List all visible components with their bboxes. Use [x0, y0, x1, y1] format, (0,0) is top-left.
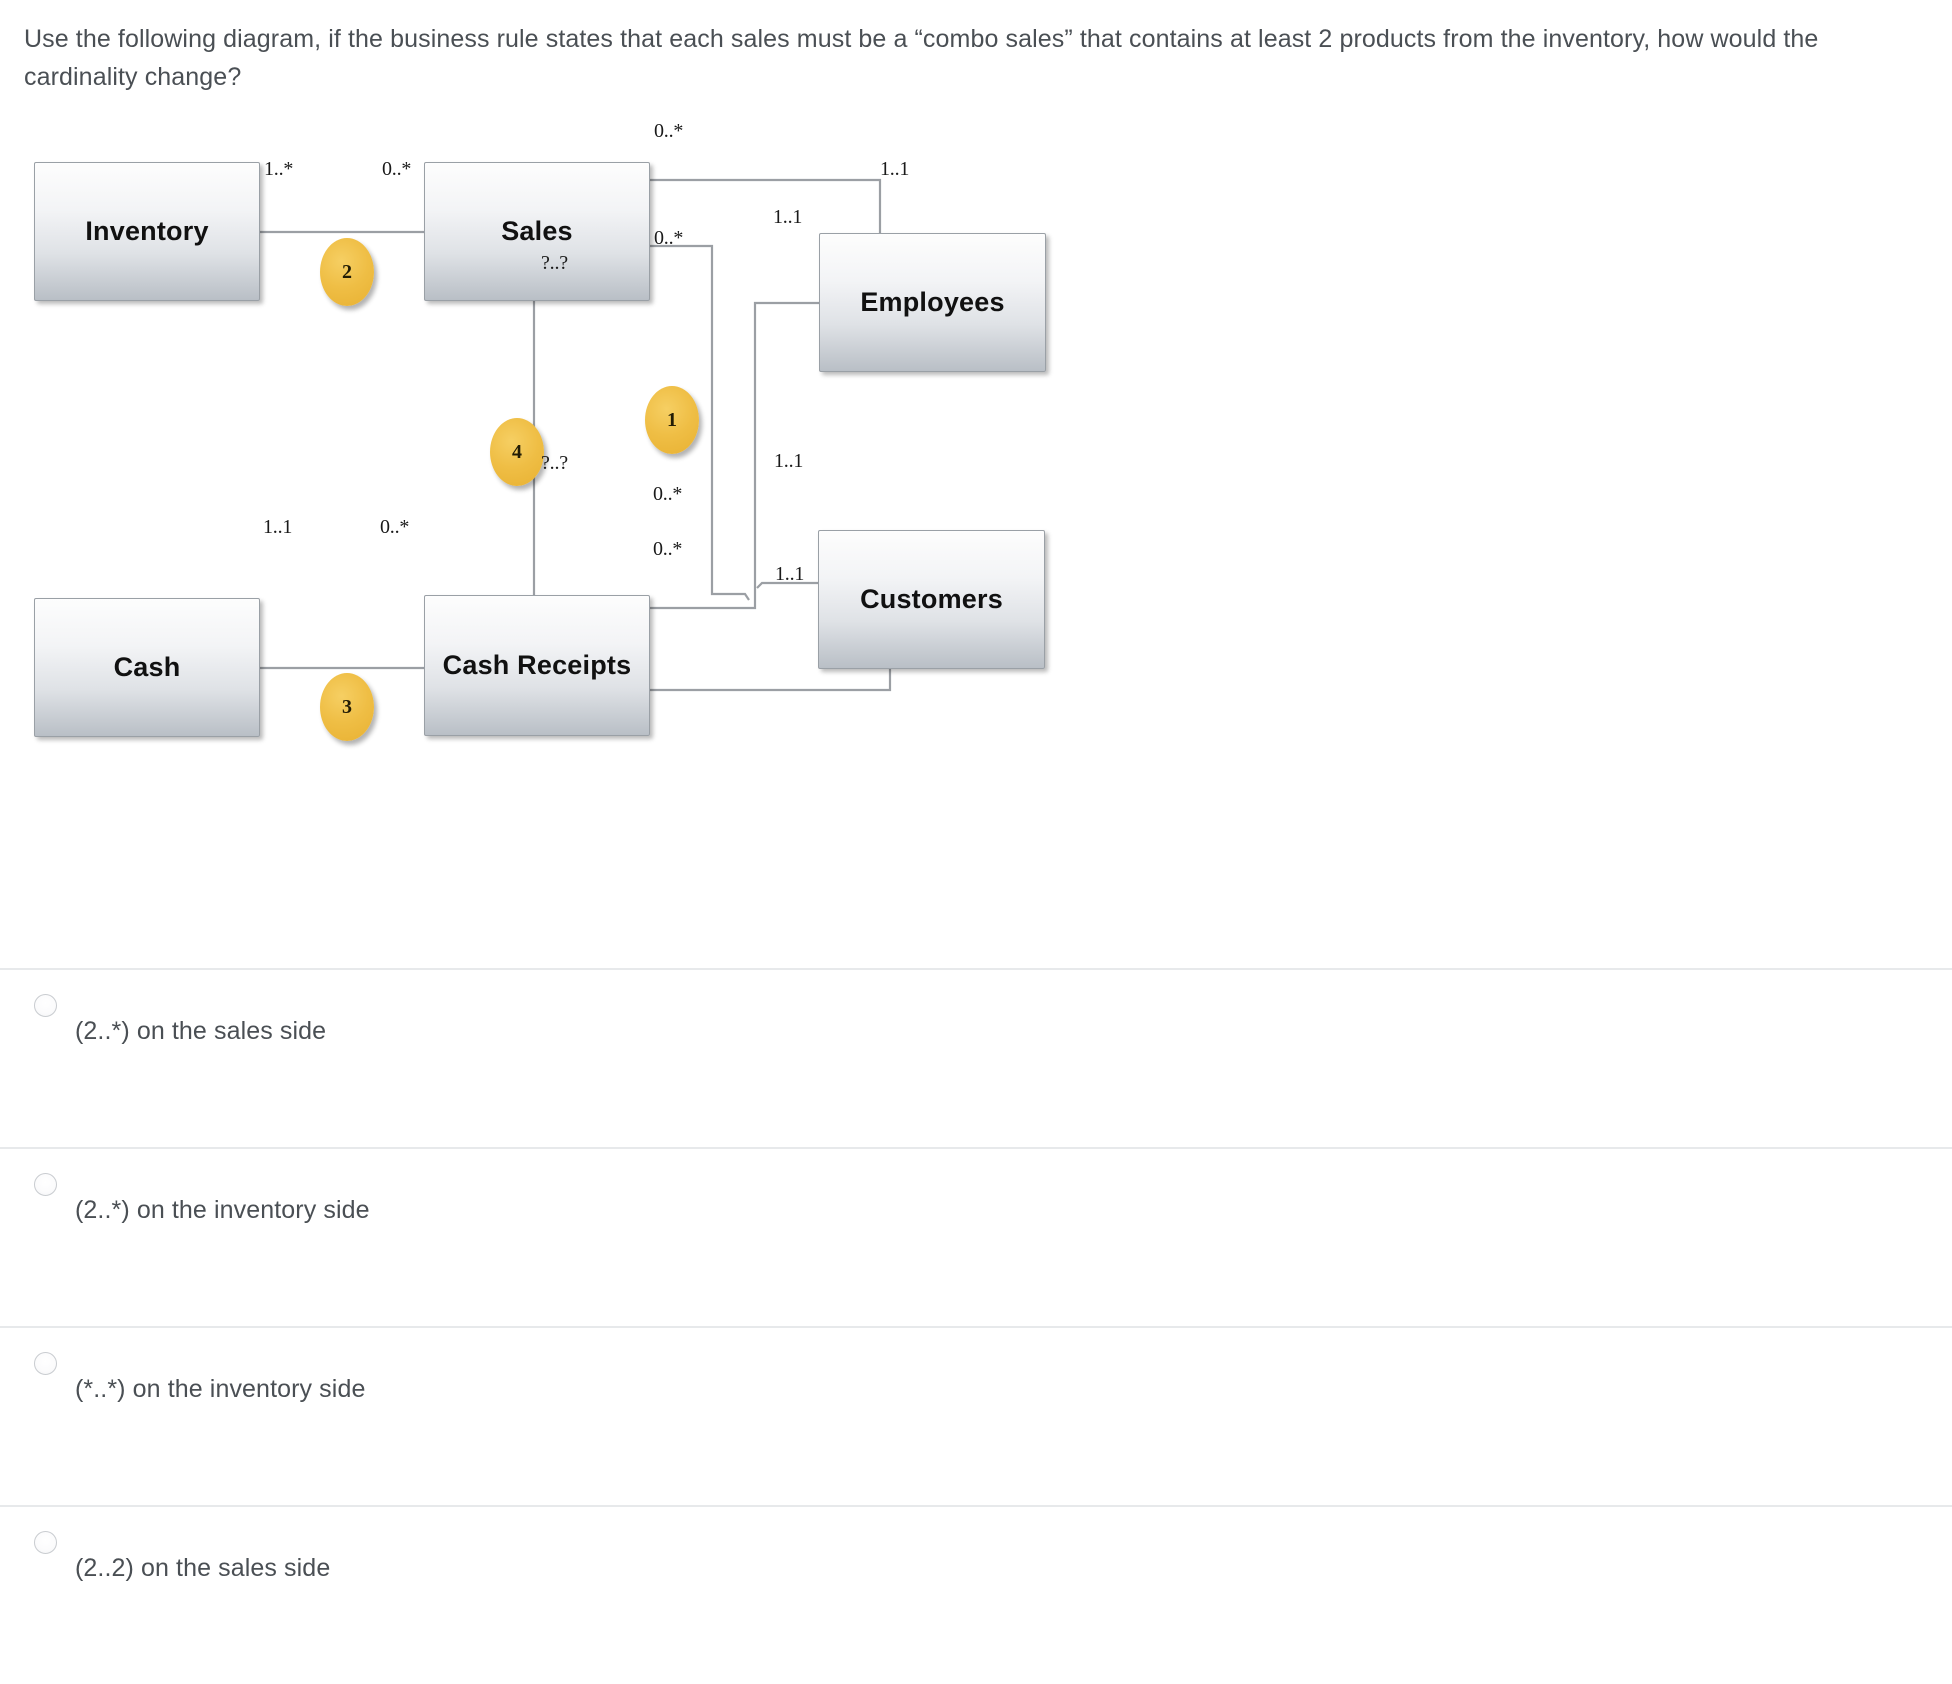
entity-label-cash-receipts: Cash Receipts	[442, 650, 632, 680]
entity-label-cash: Cash	[113, 652, 181, 682]
relationship-badge-3[interactable]: 3	[320, 673, 374, 741]
cardinality-sales-receipts-top: ?..?	[541, 252, 568, 274]
cardinality-receipts-customers-top: 0..*	[653, 483, 683, 505]
answer-option-2-label: (2..*) on the inventory side	[75, 1196, 370, 1224]
entity-box-customers[interactable]: Customers	[818, 530, 1045, 669]
line-employees-receipts	[650, 301, 819, 610]
cardinality-receipts-customers-bottom: 0..*	[653, 538, 683, 560]
entity-label-customers: Customers	[860, 584, 1003, 614]
entity-box-cash-receipts[interactable]: Cash Receipts	[424, 595, 650, 736]
answer-option-2[interactable]: (2..*) on the inventory side	[0, 1147, 1952, 1326]
entity-label-employees: Employees	[860, 287, 1005, 317]
radio-button-option-4[interactable]	[34, 1531, 57, 1554]
relationship-badge-4-number: 4	[512, 440, 522, 463]
line-sales-employees	[650, 178, 882, 233]
answer-option-4[interactable]: (2..2) on the sales side	[0, 1505, 1952, 1684]
cardinality-employees-receipts: 1..1	[773, 206, 803, 228]
answer-options-list: (2..*) on the sales side (2..*) on the i…	[0, 968, 1952, 1684]
cardinality-sales-inventory: 0..*	[382, 158, 412, 180]
radio-button-option-2[interactable]	[34, 1173, 57, 1196]
answer-option-1[interactable]: (2..*) on the sales side	[0, 968, 1952, 1147]
cardinality-employees-sales: 1..1	[880, 158, 910, 180]
entity-box-employees[interactable]: Employees	[819, 233, 1046, 372]
cardinality-cash-receipts: 1..1	[263, 516, 293, 538]
cardinality-sales-employees: 0..*	[654, 120, 684, 142]
answer-option-3-label: (*..*) on the inventory side	[75, 1375, 366, 1403]
radio-button-option-1[interactable]	[34, 994, 57, 1017]
entity-label-sales: Sales	[501, 216, 573, 246]
answer-option-4-label: (2..2) on the sales side	[75, 1554, 331, 1582]
line-sales-customers-b	[756, 581, 818, 589]
entity-box-cash[interactable]: Cash	[34, 598, 260, 737]
line-sales-customers-a	[650, 244, 750, 601]
relationship-badge-1[interactable]: 1	[645, 386, 699, 454]
cardinality-customers-cash-receipts: 1..1	[775, 563, 805, 585]
cardinality-receipts-sales-bottom: ?..?	[541, 452, 568, 474]
entity-box-inventory[interactable]: Inventory	[34, 162, 260, 301]
question-stem: Use the following diagram, if the busine…	[24, 25, 1819, 91]
relationship-badge-2-number: 2	[342, 260, 352, 283]
answer-option-3[interactable]: (*..*) on the inventory side	[0, 1326, 1952, 1505]
cardinality-customers-receipts: 1..1	[774, 450, 804, 472]
er-diagram: Inventory Sales Employees Customers Cash…	[0, 120, 1200, 768]
relationship-badge-3-number: 3	[342, 695, 352, 718]
line-receipts-customers	[650, 669, 892, 692]
entity-box-sales[interactable]: Sales	[424, 162, 650, 301]
relationship-badge-1-number: 1	[667, 408, 677, 431]
relationship-badge-4[interactable]: 4	[490, 418, 544, 486]
radio-button-option-3[interactable]	[34, 1352, 57, 1375]
cardinality-inventory-sales: 1..*	[264, 158, 294, 180]
answer-option-1-label: (2..*) on the sales side	[75, 1017, 327, 1045]
entity-label-inventory: Inventory	[85, 216, 209, 246]
cardinality-receipts-cash: 0..*	[380, 516, 410, 538]
cardinality-sales-customers: 0..*	[654, 227, 684, 249]
relationship-badge-2[interactable]: 2	[320, 238, 374, 306]
